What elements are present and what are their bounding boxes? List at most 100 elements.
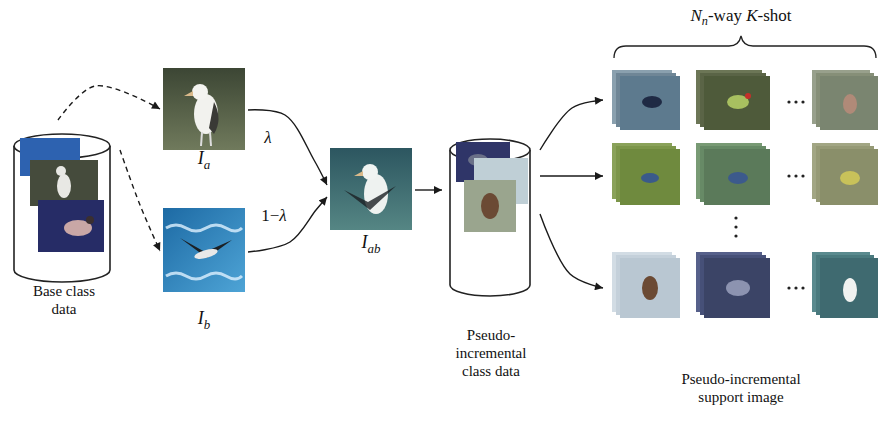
text-run: 1− [261,206,279,225]
photo [820,76,878,130]
support-image-stack [696,252,770,318]
dot [794,174,797,177]
bird [184,91,193,96]
bird [344,186,396,210]
text-run: b [204,316,210,331]
dot [787,286,790,289]
connector-arrow [415,189,442,190]
bird [192,84,208,100]
bird [728,172,748,184]
dot [801,174,804,177]
pseudo-data-cylinder: Pseudo- incremental class data [442,120,540,382]
image-sample: Ia [160,66,248,174]
mixed-photo [330,148,412,230]
dot [801,286,804,289]
bird [201,132,202,146]
photo [38,200,104,252]
connector-arrow [248,197,327,252]
text-run: Base class data [33,283,95,317]
photo [620,76,680,130]
bird [56,166,66,176]
wave [166,273,242,279]
support-label: Pseudo-incremental support image [671,370,811,406]
bird [745,93,751,99]
photo [620,258,680,318]
bird [641,173,659,183]
text-run: Pseudo-incremental support image [681,371,800,405]
connector-arrow [540,214,603,288]
image-label: Iab [362,232,381,256]
text-run: -way [708,6,746,25]
text-run: I [198,308,204,328]
text-run: -shot [758,6,792,25]
text-run: N [690,6,701,25]
support-image-stack [812,252,878,318]
photo [464,180,516,232]
wave [166,225,242,231]
dot [734,225,737,228]
connector-arrow [540,175,603,176]
photo [704,149,770,205]
text-run: λ [264,128,271,147]
photo [620,149,680,205]
data-label: Pseudo- incremental class data [446,326,536,380]
connector-arrow [58,86,160,120]
dot [734,216,737,219]
dot [801,100,804,103]
dot [787,100,790,103]
albatross-photo [163,68,245,150]
bird [843,278,857,302]
text-run: I [362,232,368,252]
bird [362,164,378,180]
set-size-heading: Nn-way K-shot [690,6,791,29]
connector-arrow [540,100,603,150]
connector-arrow [120,150,160,251]
photo [820,258,878,318]
base-data-cylinder: Base class data [8,120,120,320]
mixed-image: Iab [327,146,415,258]
pseudo-data-cylinder [450,139,530,296]
photo [704,258,770,318]
data-label: Base class data [22,282,106,318]
mix-weight: λ [262,128,273,148]
photo [30,160,98,206]
dot [787,174,790,177]
text-run: λ [279,206,286,225]
bird [210,132,211,146]
support-image-stack [812,70,878,130]
bird [840,171,860,185]
support-image-stack [612,252,680,318]
text-run: ab [368,240,381,255]
text-run: K [746,6,757,25]
dot [734,234,737,237]
group-brace [614,36,876,58]
seabird-photo [163,208,245,292]
text-run: Pseudo- incremental class data [456,327,527,379]
bird [726,280,750,296]
support-image-stack [812,143,878,205]
connector-arrow [248,110,327,185]
photo [163,208,245,292]
image-label: Ib [198,308,210,332]
photo [330,148,412,230]
bird [193,247,218,261]
base-data-cylinder [14,134,110,282]
dot [794,286,797,289]
bird [843,94,857,114]
image-sample: Ib [160,206,248,334]
dot [794,100,797,103]
support-image-stack [696,70,770,130]
support-image-stack [696,143,770,205]
bird [642,276,658,300]
support-set: Nn-way K-shotPseudo-incremental support … [603,4,879,408]
connectors [58,86,603,288]
text-run: n [702,14,708,28]
text-run: I [198,148,204,168]
support-image-stack [612,70,680,130]
bird [481,193,499,219]
photo [163,68,245,150]
bird [194,94,218,134]
bird [642,96,662,108]
